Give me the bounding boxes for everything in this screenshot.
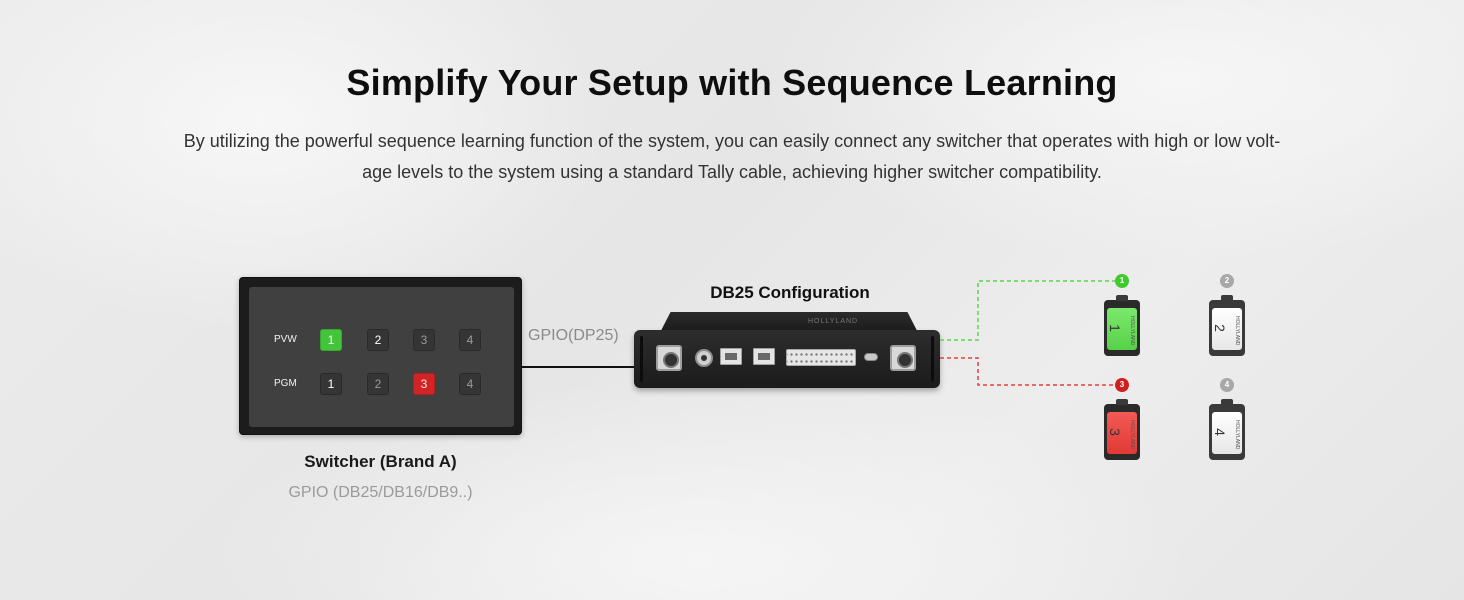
description-line-2: age levels to the system using a standar… (362, 162, 1102, 182)
tally-badge-2: 2 (1220, 274, 1234, 288)
usb-port-icon (864, 353, 878, 361)
tally-badge-1: 1 (1115, 274, 1129, 288)
pgm-row-label: PGM (274, 378, 297, 389)
pvw-button-1[interactable]: 1 (320, 329, 342, 351)
tally-brand: HOLLYLAND (1129, 316, 1135, 346)
device-top-cover: HOLLYLAND (659, 312, 919, 334)
tally-converter-device (634, 330, 940, 388)
pvw-button-4[interactable]: 4 (459, 329, 481, 351)
device-brand-text: HOLLYLAND (808, 318, 859, 325)
tally-number: 2 (1211, 324, 1228, 332)
description: By utilizing the powerful sequence learn… (150, 126, 1314, 188)
cable-label: GPIO(DP25) (528, 327, 619, 344)
tally-brand: HOLLYLAND (1234, 420, 1240, 450)
pvw-button-3[interactable]: 3 (413, 329, 435, 351)
pgm-button-1[interactable]: 1 (320, 373, 342, 395)
pgm-button-3[interactable]: 3 (413, 373, 435, 395)
tally-number: 3 (1106, 428, 1123, 436)
page-title: Simplify Your Setup with Sequence Learni… (346, 62, 1118, 103)
switcher-caption: Switcher (Brand A) (304, 452, 457, 471)
tally-light-face: 3 HOLLYLAND (1107, 412, 1137, 454)
tally-brand: HOLLYLAND (1129, 420, 1135, 450)
tally-light-1: 1 HOLLYLAND (1104, 295, 1140, 356)
gpio-cable (522, 366, 635, 368)
description-line-1: By utilizing the powerful sequence learn… (183, 131, 1281, 151)
pvw-row-label: PVW (274, 334, 297, 345)
device-right-edge (931, 336, 934, 382)
tally-light-3: 3 HOLLYLAND (1104, 399, 1140, 460)
tally-light-4: 4 HOLLYLAND (1209, 399, 1245, 460)
tally-light-face: 4 HOLLYLAND (1212, 412, 1242, 454)
db25-port-icon (786, 349, 856, 366)
tally-light-face: 2 HOLLYLAND (1212, 308, 1242, 350)
tally-badge-4: 4 (1220, 378, 1234, 392)
device-left-edge (640, 336, 643, 382)
tally-number: 1 (1106, 324, 1123, 332)
switcher-subcaption: GPIO (DB25/DB16/DB9..) (288, 484, 473, 501)
pgm-button-4[interactable]: 4 (459, 373, 481, 395)
ethernet-port-icon (753, 348, 775, 365)
pgm-button-2[interactable]: 2 (367, 373, 389, 395)
antenna-port-icon (890, 345, 916, 371)
switcher-panel: PVW PGM 1 2 3 4 1 2 3 4 (239, 277, 522, 435)
tally-light-cap (1221, 295, 1233, 301)
tally-brand: HOLLYLAND (1234, 316, 1240, 346)
tally-number: 4 (1211, 428, 1228, 436)
device-label: DB25 Configuration (710, 283, 870, 302)
ethernet-port-icon (720, 348, 742, 365)
switcher-button-panel: PVW PGM 1 2 3 4 1 2 3 4 (249, 287, 514, 427)
tally-badge-3: 3 (1115, 378, 1129, 392)
pvw-button-2[interactable]: 2 (367, 329, 389, 351)
tally-light-cap (1221, 399, 1233, 405)
tally-light-face: 1 HOLLYLAND (1107, 308, 1137, 350)
dc-port-icon (695, 349, 713, 367)
tally-light-2: 2 HOLLYLAND (1209, 295, 1245, 356)
power-port-icon (656, 345, 682, 371)
tally-connection-lines (940, 280, 1120, 386)
connection-line-red (940, 357, 1120, 386)
tally-light-cap (1116, 295, 1128, 301)
tally-light-cap (1116, 399, 1128, 405)
connection-line-green (940, 280, 1120, 341)
